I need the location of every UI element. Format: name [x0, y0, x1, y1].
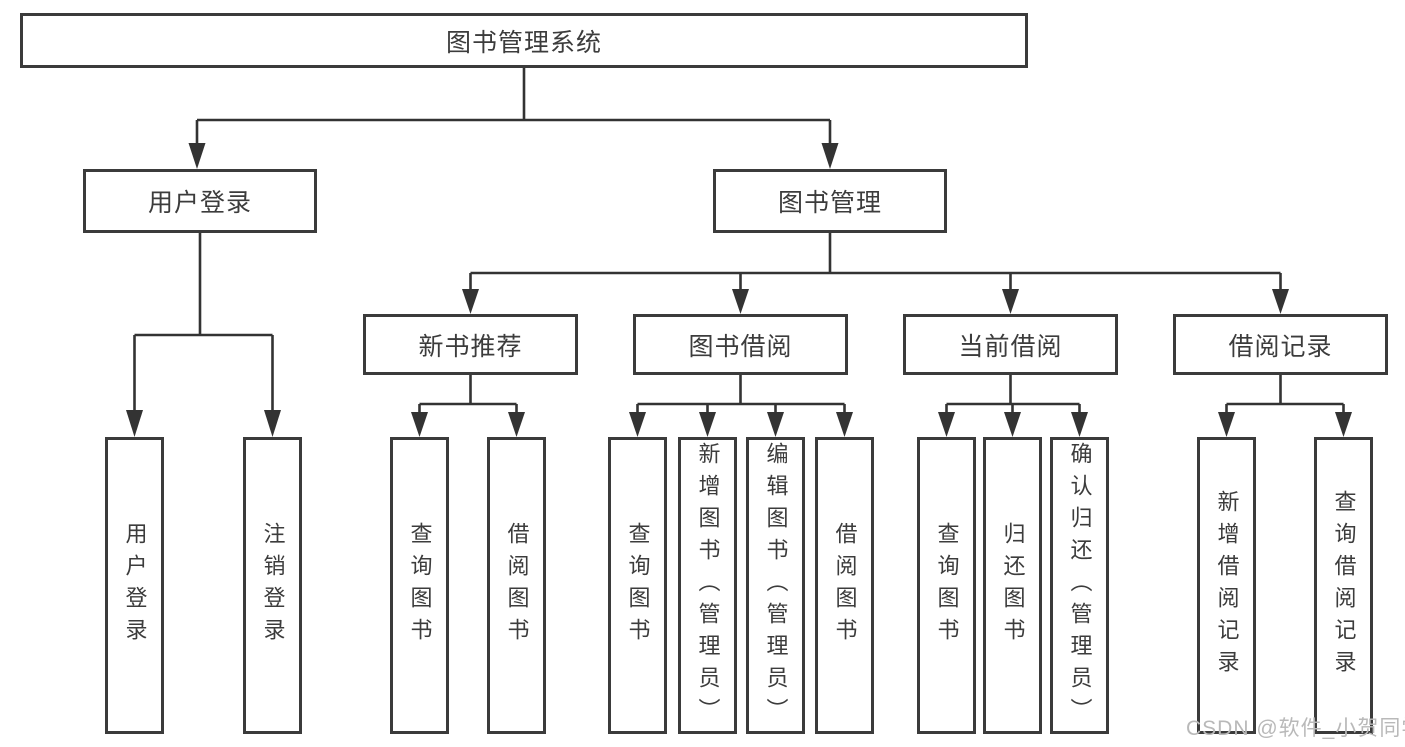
leaf-user-login: 用户登录 [105, 437, 164, 734]
connector-login-to-leaves [133, 233, 274, 414]
connector-root-to-level2 [195, 68, 832, 146]
arrowhead-down-icon [462, 289, 479, 314]
leaf-add-books-admin: 新增图书（管理员） [678, 437, 737, 734]
arrowhead-down-icon [699, 412, 716, 437]
leaf-return-books: 归还图书 [983, 437, 1042, 734]
leaf-add-borrow-record: 新增借阅记录 [1197, 437, 1256, 734]
arrowhead-down-icon [1004, 412, 1021, 437]
connector-recommend-to-leaves [418, 375, 518, 417]
arrowhead-down-icon [126, 410, 143, 437]
leaf-borrow-books: 借阅图书 [815, 437, 874, 734]
arrowhead-down-icon [629, 412, 646, 437]
connector-records-to-leaves [1225, 375, 1345, 417]
node-borrow-records: 借阅记录 [1173, 314, 1388, 375]
arrowhead-down-icon [821, 143, 839, 169]
arrowhead-down-icon [264, 410, 281, 437]
leaf-confirm-return-admin: 确认归还（管理员） [1050, 437, 1109, 734]
leaf-query-books: 查询图书 [608, 437, 667, 734]
leaf-query-books: 查询图书 [390, 437, 449, 734]
arrowhead-down-icon [1335, 412, 1352, 437]
csdn-watermark: CSDN @软件_小贺同学 [1186, 717, 1405, 740]
arrowhead-down-icon [508, 412, 525, 437]
leaf-logout: 注销登录 [243, 437, 302, 734]
node-book-borrowing: 图书借阅 [633, 314, 848, 375]
leaf-edit-books-admin: 编辑图书（管理员） [746, 437, 805, 734]
arrowhead-down-icon [1272, 289, 1289, 314]
leaf-query-borrow-record: 查询借阅记录 [1314, 437, 1373, 734]
arrowhead-down-icon [732, 289, 749, 314]
node-current-borrowing: 当前借阅 [903, 314, 1118, 375]
arrowhead-down-icon [1071, 412, 1088, 437]
arrowhead-down-icon [1218, 412, 1235, 437]
node-root-system: 图书管理系统 [20, 13, 1028, 68]
arrowhead-down-icon [188, 143, 206, 169]
arrowhead-down-icon [1002, 289, 1019, 314]
connector-mgmt-to-level3 [469, 233, 1282, 292]
arrowhead-down-icon [767, 412, 784, 437]
node-new-book-recommend: 新书推荐 [363, 314, 578, 375]
arrowhead-down-icon [836, 412, 853, 437]
node-user-login: 用户登录 [83, 169, 317, 233]
connector-current-to-leaves [945, 375, 1081, 417]
leaf-query-books: 查询图书 [917, 437, 976, 734]
arrowhead-down-icon [938, 412, 955, 437]
arrowhead-down-icon [411, 412, 428, 437]
connector-borrow-to-leaves [636, 375, 846, 417]
leaf-borrow-books: 借阅图书 [487, 437, 546, 734]
node-book-management: 图书管理 [713, 169, 947, 233]
